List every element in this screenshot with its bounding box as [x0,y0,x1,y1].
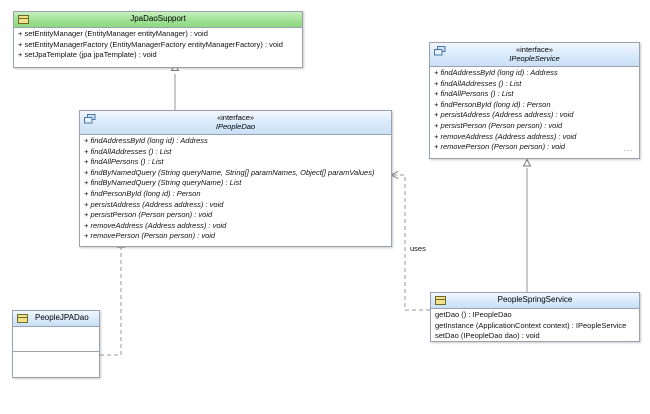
interface-title-ipeopleservice: IPeopleService [509,54,560,63]
member-item: + findAddressById (long id) : Address [434,68,558,77]
member-item: + findByNamedQuery (String queryName) : … [84,178,242,188]
member-item: + findAllAddresses () : List [434,78,522,88]
edge-label-uses: uses [410,244,426,253]
member-item: + findPersonById (long id) : Person [84,188,201,198]
class-box-peoplejpadao[interactable]: PeopleJPADao [12,310,100,378]
interface-stereotype-ipeopleservice: «interface» [515,45,554,54]
interface-title-ipeopledao: IPeopleDao [215,122,256,131]
member-item: + setEntityManager (EntityManager entity… [18,29,208,38]
class-title-peoplespringservice: PeopleSpringService [497,295,573,304]
member-item: + findAllAddresses () : List [84,146,172,156]
class-icon [18,15,29,24]
member-item: + findAddressById (long id) : Address [84,136,208,145]
member-list-ipeopledao: + findAddressById (long id) : Address + … [80,135,391,244]
class-icon [435,296,446,305]
edge-uses-dependency [389,171,430,311]
member-item: + findAllPersons () : List [434,89,514,99]
member-list-jpadaosupport: + setEntityManager (EntityManager entity… [14,28,302,63]
interface-box-ipeopledao[interactable]: «interface» IPeopleDao + findAddressById… [79,110,392,247]
interface-box-ipeopleservice[interactable]: «interface» IPeopleService + findAddress… [429,42,640,159]
member-item: + setEntityManagerFactory (EntityManager… [18,39,283,49]
member-item: + persistPerson (Person person) : void [84,210,213,220]
class-box-peoplespringservice[interactable]: PeopleSpringService getDao () : IPeopleD… [430,292,640,342]
member-list-ipeopleservice: + findAddressById (long id) : Address + … [430,67,639,155]
edge-peoplejpadao-realizes-ipeopledao [100,239,126,356]
member-item: + setJpaTemplate (jpa jpaTemplate) : voi… [18,50,157,60]
class-header-peoplespringservice: PeopleSpringService [431,293,639,309]
edge-peoplespringservice-realizes-ipeopleservice [522,158,532,292]
member-item: + persistPerson (Person person) : void [434,120,563,130]
operations-compartment-peoplejpadao [13,351,99,372]
member-item: + removeAddress (Address address) : void [84,220,227,230]
edge-jpadaosupport-generalization [170,63,180,110]
member-item: + removePerson (Person person) : void [434,142,566,152]
member-item: + removePerson (Person person) : void [84,231,216,241]
interface-header-ipeopleservice: «interface» IPeopleService [430,43,639,67]
interface-icon [434,46,446,56]
interface-header-ipeopledao: «interface» IPeopleDao [80,111,391,135]
member-item: + removeAddress (Address address) : void [434,131,577,141]
member-item: getInstance (ApplicationContext context)… [435,320,627,330]
interface-icon [84,114,96,124]
member-item: setDao (IPeopleDao dao) : void [435,331,540,341]
class-header-jpadaosupport: JpaDaoSupport [14,12,302,28]
member-item: getDao () : IPeopleDao [435,310,512,319]
member-item: + findByNamedQuery (String queryName, St… [84,167,375,177]
attributes-compartment-peoplejpadao [13,327,99,351]
class-box-jpadaosupport[interactable]: JpaDaoSupport + setEntityManager (Entity… [13,11,303,68]
member-item: + findAllPersons () : List [84,157,164,167]
class-title-jpadaosupport: JpaDaoSupport [130,14,186,23]
interface-stereotype-ipeopledao: «interface» [216,113,255,122]
class-header-peoplejpadao: PeopleJPADao [13,311,99,327]
class-icon [17,314,28,323]
member-item: + findPersonById (long id) : Person [434,99,551,109]
overflow-ellipsis: ... [623,143,633,153]
member-item: + persistAddress (Address address) : voi… [434,110,574,120]
class-title-peoplejpadao: PeopleJPADao [35,313,89,322]
member-list-peoplespringservice: getDao () : IPeopleDao getInstance (Appl… [431,309,639,341]
member-item: + persistAddress (Address address) : voi… [84,199,224,209]
